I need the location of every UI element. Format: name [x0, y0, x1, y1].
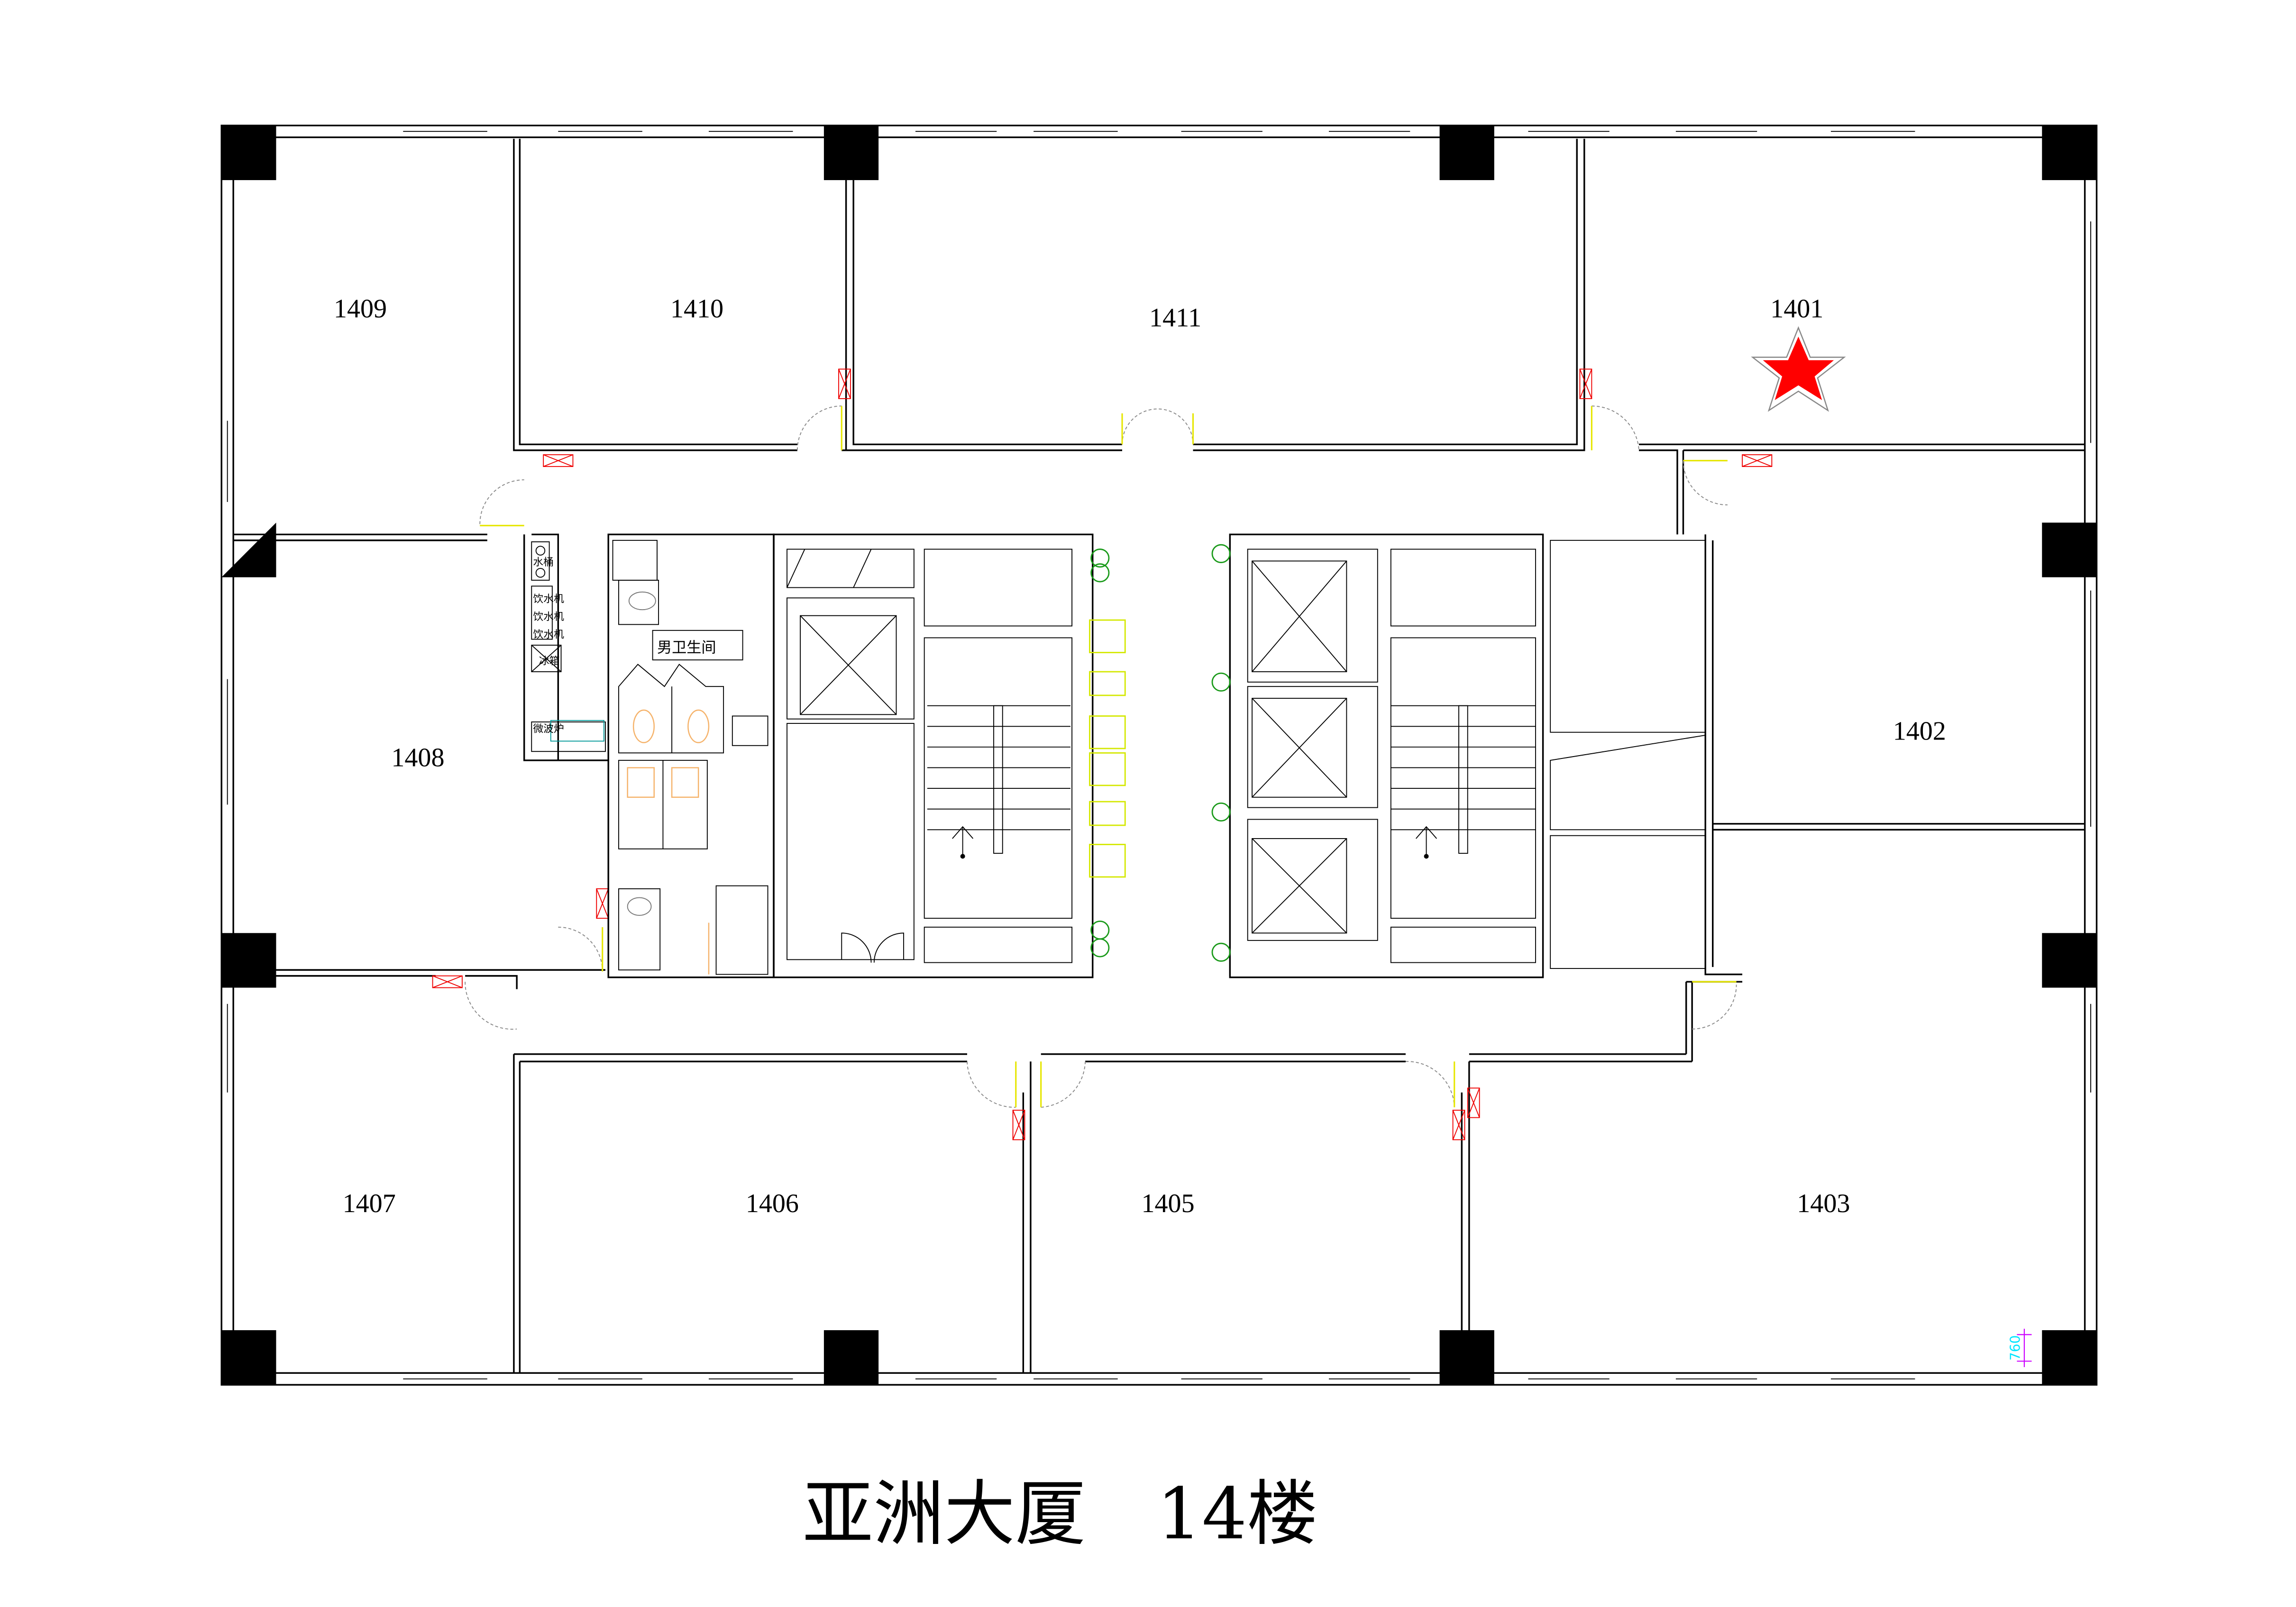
microwave-label: 微波炉 [533, 723, 564, 735]
room-1407: 1407 [343, 1189, 396, 1218]
restroom-label: 男卫生间 [657, 639, 716, 657]
star-icon [1751, 326, 1846, 412]
columns [221, 125, 2097, 1385]
left-core [773, 533, 1094, 978]
water-dispenser-label: 饮水机 [533, 629, 564, 640]
room-1405: 1405 [1141, 1189, 1194, 1218]
partition-walls [233, 138, 2085, 1373]
room-1408: 1408 [391, 743, 444, 772]
room-1402: 1402 [1893, 716, 1946, 746]
floor-title: 亚洲大厦 14楼 [803, 1473, 1318, 1555]
room-1403: 1403 [1797, 1189, 1850, 1218]
fridge-label: 冰箱 [539, 655, 560, 667]
right-core [1229, 533, 1706, 978]
room-1409: 1409 [334, 294, 387, 324]
room-1401: 1401 [1770, 294, 1823, 324]
dimension-760: 760 [2008, 1328, 2032, 1367]
water-dispenser-label: 饮水机 [533, 593, 564, 605]
doors [432, 368, 1773, 1141]
room-1410: 1410 [670, 294, 723, 324]
water-dispenser-label: 饮水机 [533, 611, 564, 623]
pantry: 水桶 饮水机 饮水机 饮水机 冰箱 微波炉 [531, 541, 606, 752]
plants [1089, 544, 1231, 962]
outer-walls [220, 125, 2098, 1386]
restroom: 男卫生间 [607, 533, 775, 978]
room-1406: 1406 [746, 1189, 799, 1218]
room-labels: 1409 1410 1411 1401 1402 1408 1407 1406 … [334, 294, 1946, 1218]
water-bucket-label: 水桶 [533, 557, 554, 568]
room-1411: 1411 [1149, 303, 1201, 332]
dimension-label: 760 [2008, 1335, 2023, 1360]
